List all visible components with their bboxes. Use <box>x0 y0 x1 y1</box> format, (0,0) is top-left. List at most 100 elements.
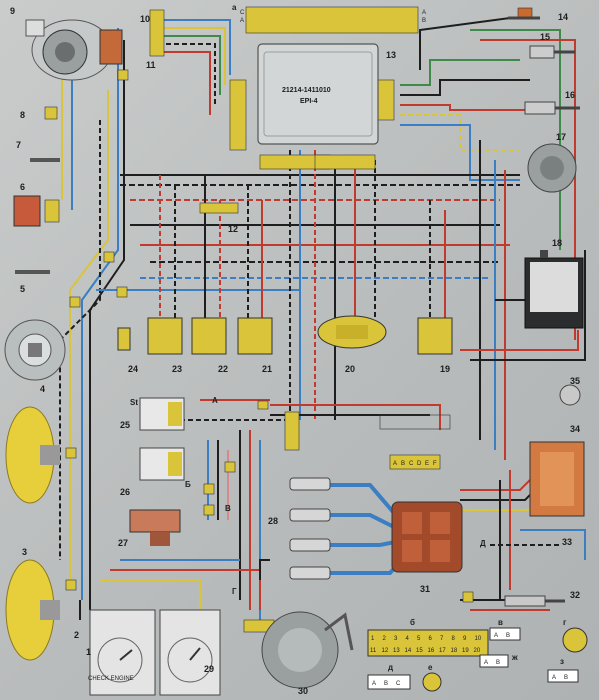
component-number-31: 31 <box>420 584 430 594</box>
pinout-pin-1-B: B <box>496 660 500 666</box>
number-labels: 1234567891011121314151617181920212223242… <box>10 6 580 696</box>
header-connector-a: C A A B а <box>232 3 426 24</box>
connector-b-pin-14: 14 <box>405 648 412 654</box>
connector-b-pin-5: 5 <box>417 636 421 642</box>
connector-b-pin-8: 8 <box>452 636 456 642</box>
fuel-level-sensor-17 <box>527 143 577 193</box>
sensor-6 <box>13 195 41 227</box>
abcdef-pin-E: E <box>425 461 429 467</box>
marker-b: б <box>410 618 415 627</box>
pinout-z <box>547 669 579 683</box>
component-number-24: 24 <box>128 364 138 374</box>
pinout-d <box>367 674 411 690</box>
abcdef-pin-D: D <box>417 461 422 467</box>
battery-18 <box>524 250 584 329</box>
component-number-20: 20 <box>345 364 355 374</box>
connector-b-pin-9: 9 <box>463 636 467 642</box>
connector-b-pin-17: 17 <box>439 648 446 654</box>
connector-blocks <box>44 6 533 633</box>
marker-d: д <box>388 663 393 672</box>
component-number-4: 4 <box>40 384 45 394</box>
relay-26 <box>139 447 185 481</box>
abcdef-pin-B: B <box>401 461 405 467</box>
pinout-g <box>562 627 588 653</box>
connector-b-pin-20: 20 <box>474 648 481 654</box>
fan-clutch-4 <box>4 319 66 381</box>
component-number-32: 32 <box>570 590 580 600</box>
resistor-27 <box>129 509 181 546</box>
pinout-pin-3-B: B <box>506 633 510 639</box>
abcdef-pin-A: A <box>393 461 397 467</box>
relay-23 <box>147 317 183 355</box>
spark-plugs-28 <box>289 477 331 580</box>
pinout-pin-2-B: B <box>564 675 568 681</box>
component-number-28: 28 <box>268 516 278 526</box>
component-number-15: 15 <box>540 32 550 42</box>
connector-b-pin-1: 1 <box>371 636 375 642</box>
marker-g: г <box>563 618 567 627</box>
throttle-body <box>25 19 123 81</box>
oxygen-sensor-16 <box>524 101 580 115</box>
connector-b-pin-18: 18 <box>451 648 458 654</box>
connector-b-pin-11: 11 <box>370 648 377 654</box>
pinout-pin-0-B: B <box>384 681 388 687</box>
ignition-module-31 <box>391 501 463 573</box>
component-number-6: 6 <box>20 182 25 192</box>
marker-v: в <box>498 618 503 627</box>
relay-22 <box>191 317 227 355</box>
abcdef-pin-F: F <box>433 461 437 467</box>
component-number-2: 2 <box>74 630 79 640</box>
connector-b-pin-10: 10 <box>475 636 482 642</box>
sensor-35 <box>559 384 581 406</box>
component-number-25: 25 <box>120 420 130 430</box>
marker-a: а <box>232 3 237 12</box>
marker-zh: ж <box>511 653 518 662</box>
component-number-33: 33 <box>562 537 572 547</box>
component-number-21: 21 <box>262 364 272 374</box>
fuse-block-20 <box>317 315 387 349</box>
relay-24 <box>117 327 131 351</box>
connector-b-pin-2: 2 <box>383 636 387 642</box>
component-number-3: 3 <box>22 547 27 557</box>
component-number-1: 1 <box>86 647 91 657</box>
component-number-26: 26 <box>120 487 130 497</box>
ecu-model: EPI-4 <box>300 98 318 105</box>
connector-b-pin-16: 16 <box>428 648 435 654</box>
component-number-19: 19 <box>440 364 450 374</box>
pinout-pin-1-A: A <box>484 660 488 666</box>
component-number-30: 30 <box>298 686 308 696</box>
pinout-e <box>422 672 442 692</box>
connector-b-pin-4: 4 <box>406 636 410 642</box>
header-row-a2: A <box>240 18 244 24</box>
component-number-23: 23 <box>172 364 182 374</box>
component-number-13: 13 <box>386 50 396 60</box>
marker-e: е <box>428 663 433 672</box>
component-number-27: 27 <box>118 538 128 548</box>
component-number-35: 35 <box>570 376 580 386</box>
marker-A: А <box>212 396 218 405</box>
component-number-8: 8 <box>20 110 25 120</box>
sensor-15 <box>529 45 575 59</box>
relay-25 <box>139 397 185 431</box>
component-number-18: 18 <box>552 238 562 248</box>
cooling-fan-3-upper <box>5 406 60 504</box>
marker-z: з <box>560 657 564 666</box>
module-34 <box>529 441 585 517</box>
component-number-10: 10 <box>140 14 150 24</box>
fuel-pump-30 <box>261 611 354 689</box>
connector-b-pin-15: 15 <box>416 648 423 654</box>
connector-b-pin-12: 12 <box>382 648 389 654</box>
component-number-17: 17 <box>556 132 566 142</box>
marker-G: Г <box>232 587 237 596</box>
component-number-34: 34 <box>570 424 580 434</box>
connector-b-pin-6: 6 <box>429 636 433 642</box>
relay-19 <box>417 317 453 355</box>
pinout-v <box>489 627 521 641</box>
header-row-c: C <box>240 10 245 16</box>
ecu: 21214-1411010 EPI-4 <box>257 43 379 145</box>
component-number-22: 22 <box>218 364 228 374</box>
marker-V: В <box>225 504 231 513</box>
component-number-12: 12 <box>228 224 238 234</box>
